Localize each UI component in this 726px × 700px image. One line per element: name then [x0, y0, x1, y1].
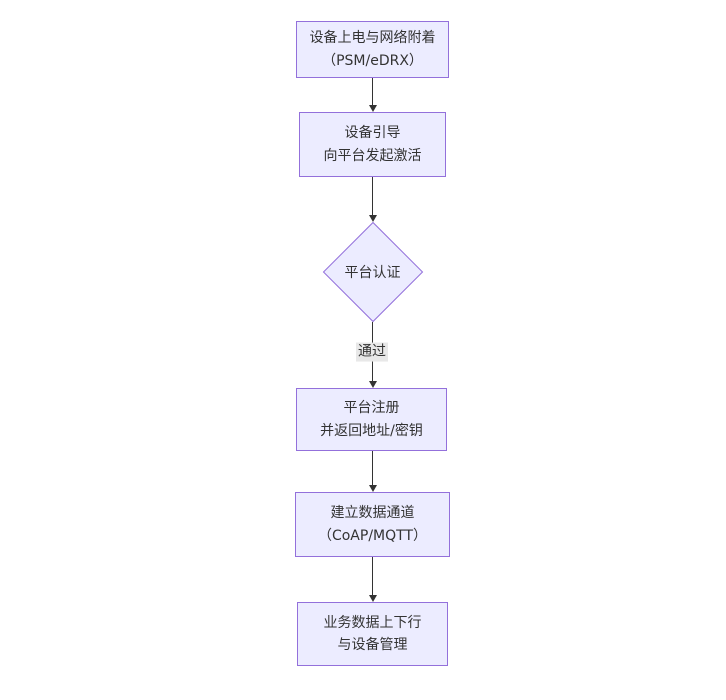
edge-bootstrap-to-auth	[368, 177, 377, 222]
node-text-line: 平台认证	[344, 265, 401, 281]
node-device-power-network-attach: 设备上电与网络附着 （PSM/eDRX）	[296, 21, 449, 78]
node-business-data-device-mgmt: 业务数据上下行 与设备管理	[297, 602, 448, 666]
edge-channel-to-business	[368, 557, 377, 602]
node-text-line: 向平台发起激活	[323, 147, 422, 164]
node-platform-register: 平台注册 并返回地址/密钥	[296, 388, 447, 451]
node-text-line: （CoAP/MQTT）	[317, 527, 428, 544]
node-text-line: 设备引导	[344, 125, 401, 142]
node-text-line: 并返回地址/密钥	[320, 422, 423, 439]
edge-attach-to-bootstrap	[368, 78, 377, 112]
node-text-line: （PSM/eDRX）	[322, 52, 423, 69]
edge-label-pass: 通过	[356, 342, 388, 362]
node-text-line: 设备上电与网络附着	[309, 30, 436, 47]
node-text-line: 业务数据上下行	[323, 614, 422, 631]
edge-register-to-channel	[368, 451, 377, 492]
node-data-channel: 建立数据通道 （CoAP/MQTT）	[295, 492, 450, 557]
node-text-line: 建立数据通道	[330, 505, 415, 522]
node-text-line: 平台注册	[343, 400, 400, 417]
node-text-line: 与设备管理	[337, 637, 408, 653]
node-device-bootstrap: 设备引导 向平台发起激活	[299, 112, 446, 177]
decision-platform-auth: 平台认证	[322, 221, 423, 323]
